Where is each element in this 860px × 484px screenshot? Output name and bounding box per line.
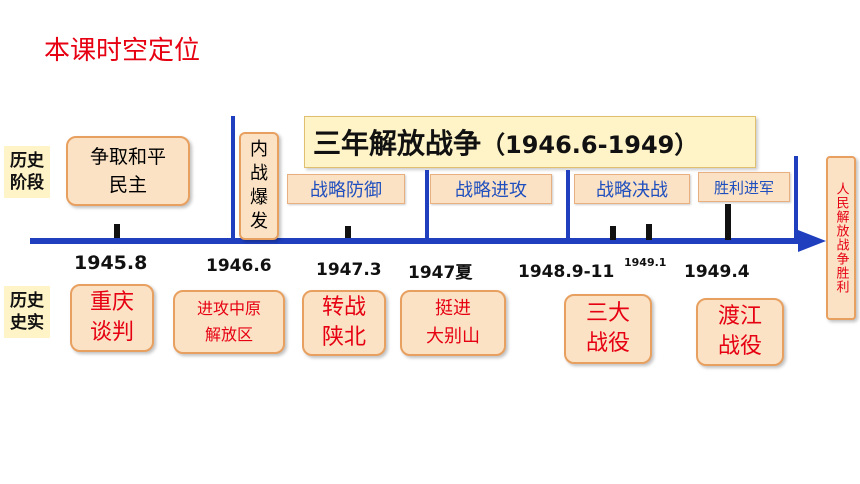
date-1949-4: 1949.4 — [684, 262, 750, 282]
tick-1947-3 — [345, 226, 351, 238]
banner-range: （1946.6-1949） — [481, 130, 699, 159]
war-banner: 三年解放战争 （1946.6-1949） — [304, 116, 756, 168]
fact-shaanbei-campaign: 转战 陕北 — [302, 290, 386, 356]
stage-liberation-victory: 人民解放战争胜利 — [826, 156, 856, 320]
phase-strategic-decisive: 战略决战 — [574, 174, 690, 204]
date-1947-3: 1947.3 — [316, 260, 382, 280]
fact-yangtze-crossing: 渡江 战役 — [696, 298, 784, 366]
date-1948-9-11: 1948.9-11 — [518, 262, 615, 282]
separator-1946 — [231, 116, 235, 240]
separator-1949 — [794, 156, 798, 240]
stage-war-outbreak: 内 战 爆 发 — [239, 132, 279, 240]
date-1946-6: 1946.6 — [206, 256, 272, 276]
separator-1948 — [566, 170, 570, 240]
fact-three-campaigns: 三大 战役 — [564, 294, 652, 364]
fact-dabie-mountains: 挺进 大别山 — [400, 290, 506, 356]
timeline-axis — [30, 230, 826, 252]
stage-peace-democracy: 争取和平 民主 — [66, 136, 190, 206]
banner-title: 三年解放战争 — [313, 127, 482, 160]
facts-label: 历史 史实 — [4, 286, 50, 338]
stage-label: 历史 阶段 — [4, 146, 50, 198]
fact-attack-central-plains: 进攻中原 解放区 — [173, 290, 285, 354]
page-title: 本课时空定位 — [44, 36, 201, 66]
tick-1945-8 — [114, 224, 120, 238]
date-1945-8: 1945.8 — [74, 252, 148, 274]
axis-bar — [30, 238, 800, 244]
tick-1948-c — [646, 224, 652, 240]
phase-strategic-defense: 战略防御 — [287, 174, 405, 204]
tick-1948-b — [610, 226, 616, 240]
date-1949-1: 1949.1 — [624, 256, 667, 269]
date-1947-summer: 1947夏 — [408, 263, 473, 283]
separator-1947 — [425, 170, 429, 240]
phase-strategic-offense: 战略进攻 — [430, 174, 552, 204]
phase-victorious-advance: 胜利进军 — [698, 172, 790, 202]
axis-arrowhead — [798, 230, 826, 252]
tick-1949-4 — [725, 204, 731, 240]
fact-chongqing-negotiation: 重庆 谈判 — [70, 284, 154, 352]
